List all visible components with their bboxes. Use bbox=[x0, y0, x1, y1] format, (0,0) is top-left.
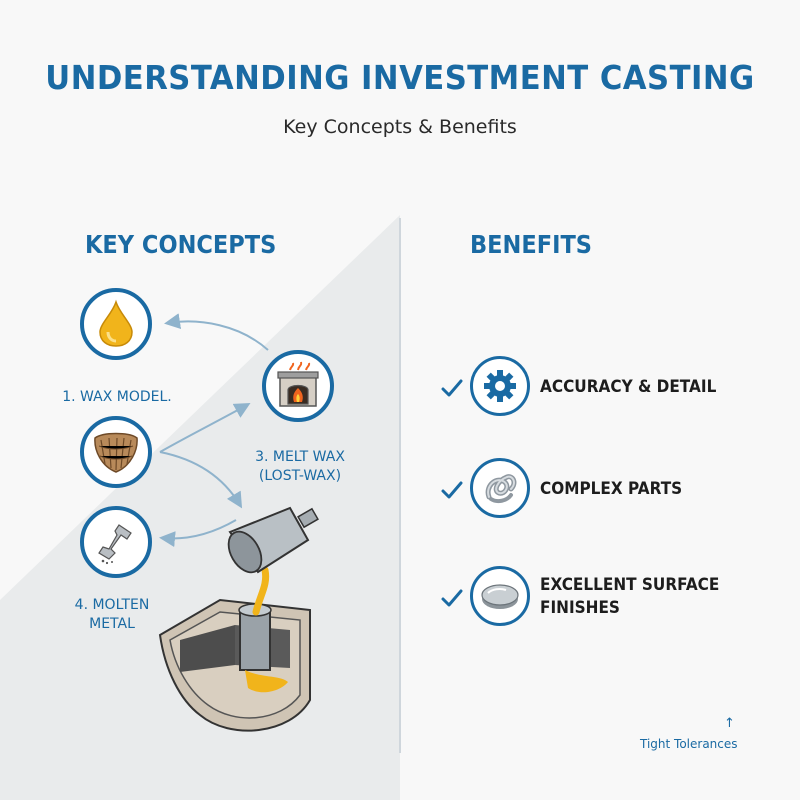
column-divider bbox=[399, 218, 401, 753]
benefits-heading: BENEFITS bbox=[470, 230, 593, 259]
checkmark-icon bbox=[441, 589, 463, 607]
arrow-ladle-to-part bbox=[159, 519, 237, 548]
step-3-label: 3. MELT WAX (LOST-WAX) bbox=[240, 448, 360, 486]
footnote-text: Tight Tolerances bbox=[640, 737, 738, 751]
wax-model-step bbox=[80, 288, 152, 360]
benefit-complex-icon-wrap bbox=[470, 458, 530, 518]
step-4-label: 4. MOLTEN METAL bbox=[52, 596, 172, 634]
benefit-surface-icon-wrap bbox=[470, 566, 530, 626]
benefit-accuracy-icon-wrap bbox=[470, 356, 530, 416]
twisted-part-icon bbox=[485, 474, 517, 504]
step-1-label: 1. WAX MODEL. bbox=[62, 389, 172, 405]
benefit-accuracy-label: ACCURACY & DETAIL bbox=[540, 377, 717, 397]
arrow-furnace-to-wax bbox=[164, 313, 269, 351]
arrow-shell-to-ladle bbox=[159, 451, 243, 509]
step-4-label-line2: METAL bbox=[89, 615, 135, 632]
up-arrow-icon: ↑ bbox=[724, 716, 735, 731]
arrow-shell-to-furnace bbox=[159, 403, 251, 453]
checkmark-icon bbox=[441, 481, 463, 499]
step-3-label-line2: (LOST-WAX) bbox=[258, 467, 342, 484]
polished-disc-icon bbox=[481, 584, 519, 609]
key-concepts-heading: KEY CONCEPTS bbox=[85, 230, 277, 259]
benefit-surface-label: EXCELLENT SURFACE FINISHES bbox=[540, 574, 719, 620]
benefit-complex-label: COMPLEX PARTS bbox=[540, 479, 683, 499]
metal-part-icon bbox=[98, 524, 132, 565]
page-title: UNDERSTANDING INVESTMENT CASTING bbox=[45, 58, 755, 97]
pouring-illustration bbox=[158, 506, 319, 732]
benefit-surface-label-line1: EXCELLENT SURFACE bbox=[540, 575, 720, 595]
shell-mold-step bbox=[80, 416, 152, 488]
furnace-icon bbox=[277, 361, 319, 407]
molten-metal-step bbox=[80, 506, 152, 578]
page-subtitle: Key Concepts & Benefits bbox=[283, 116, 517, 138]
step-3-label-line1: 3. MELT WAX bbox=[255, 449, 345, 465]
shell-mold-icon bbox=[94, 432, 138, 473]
benefit-surface-label-line2: FINISHES bbox=[540, 597, 620, 618]
step-4-label-line1: 4. MOLTEN bbox=[74, 597, 150, 613]
melt-wax-step bbox=[262, 350, 334, 422]
wax-drop-icon bbox=[99, 299, 133, 347]
gear-icon bbox=[484, 370, 516, 402]
checkmark-icon bbox=[441, 379, 463, 397]
